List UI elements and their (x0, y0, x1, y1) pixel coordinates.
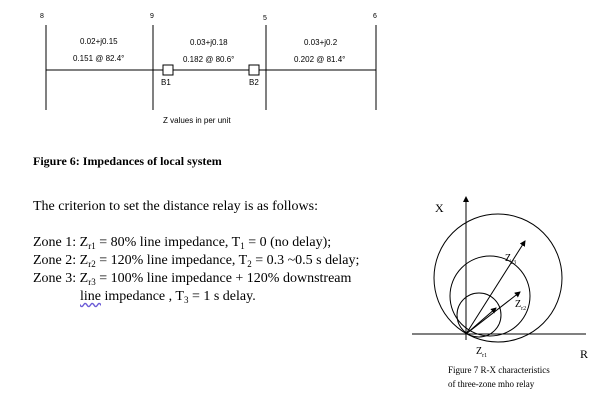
line2-polar-impedance: 0.182 @ 80.6° (183, 55, 235, 64)
zone3-continuation: line impedance , T3 = 1 s delay. (80, 289, 256, 305)
line1-polar-impedance: 0.151 @ 82.4° (73, 54, 125, 63)
bus-label-5: 5 (263, 15, 267, 22)
figure7-caption-line1: Figure 7 R-X characteristics (448, 365, 550, 375)
bus-label-6: 6 (373, 13, 377, 20)
bus-label-8: 8 (40, 13, 44, 20)
breaker-b1-symbol (162, 64, 174, 76)
zone2-mho-circle (449, 255, 531, 337)
zone3-mho-circle (433, 213, 563, 343)
line2-rect-impedance: 0.03+j0.18 (190, 38, 228, 47)
zone1-mho-circle (456, 292, 502, 338)
x-axis-label: X (435, 201, 444, 215)
r-axis-label: R (580, 347, 589, 361)
zone1-line: Zone 1: Zr1 = 80% line impedance, T1 = 0… (33, 235, 332, 251)
units-caption: Z values in per unit (163, 116, 231, 125)
zr2-label: Zr2 (515, 299, 527, 312)
breaker-b1-label: B1 (161, 78, 171, 87)
figure7-caption-line2: of three-zone mho relay (448, 379, 535, 389)
line1-rect-impedance: 0.02+j0.15 (80, 37, 118, 46)
zone3-line: Zone 3: Zr3 = 100% line impedance + 120%… (33, 271, 352, 287)
line3-rect-impedance: 0.03+j0.2 (304, 38, 338, 47)
zone2-line: Zone 2: Zr2 = 120% line impedance, T2 = … (33, 253, 360, 269)
zone1-reach-vector (465, 307, 497, 335)
zr1-label: Zr1 (476, 346, 488, 359)
breaker-b2-symbol (248, 64, 260, 76)
criterion-paragraph: The criterion to set the distance relay … (33, 199, 318, 214)
bus-label-9: 9 (150, 13, 154, 20)
zr3-label: Zr3 (505, 253, 517, 266)
line3-polar-impedance: 0.202 @ 81.4° (294, 55, 346, 64)
figure6-caption: Figure 6: Impedances of local system (33, 154, 222, 168)
breaker-b2-label: B2 (249, 78, 259, 87)
zone3-reach-vector (465, 240, 526, 335)
